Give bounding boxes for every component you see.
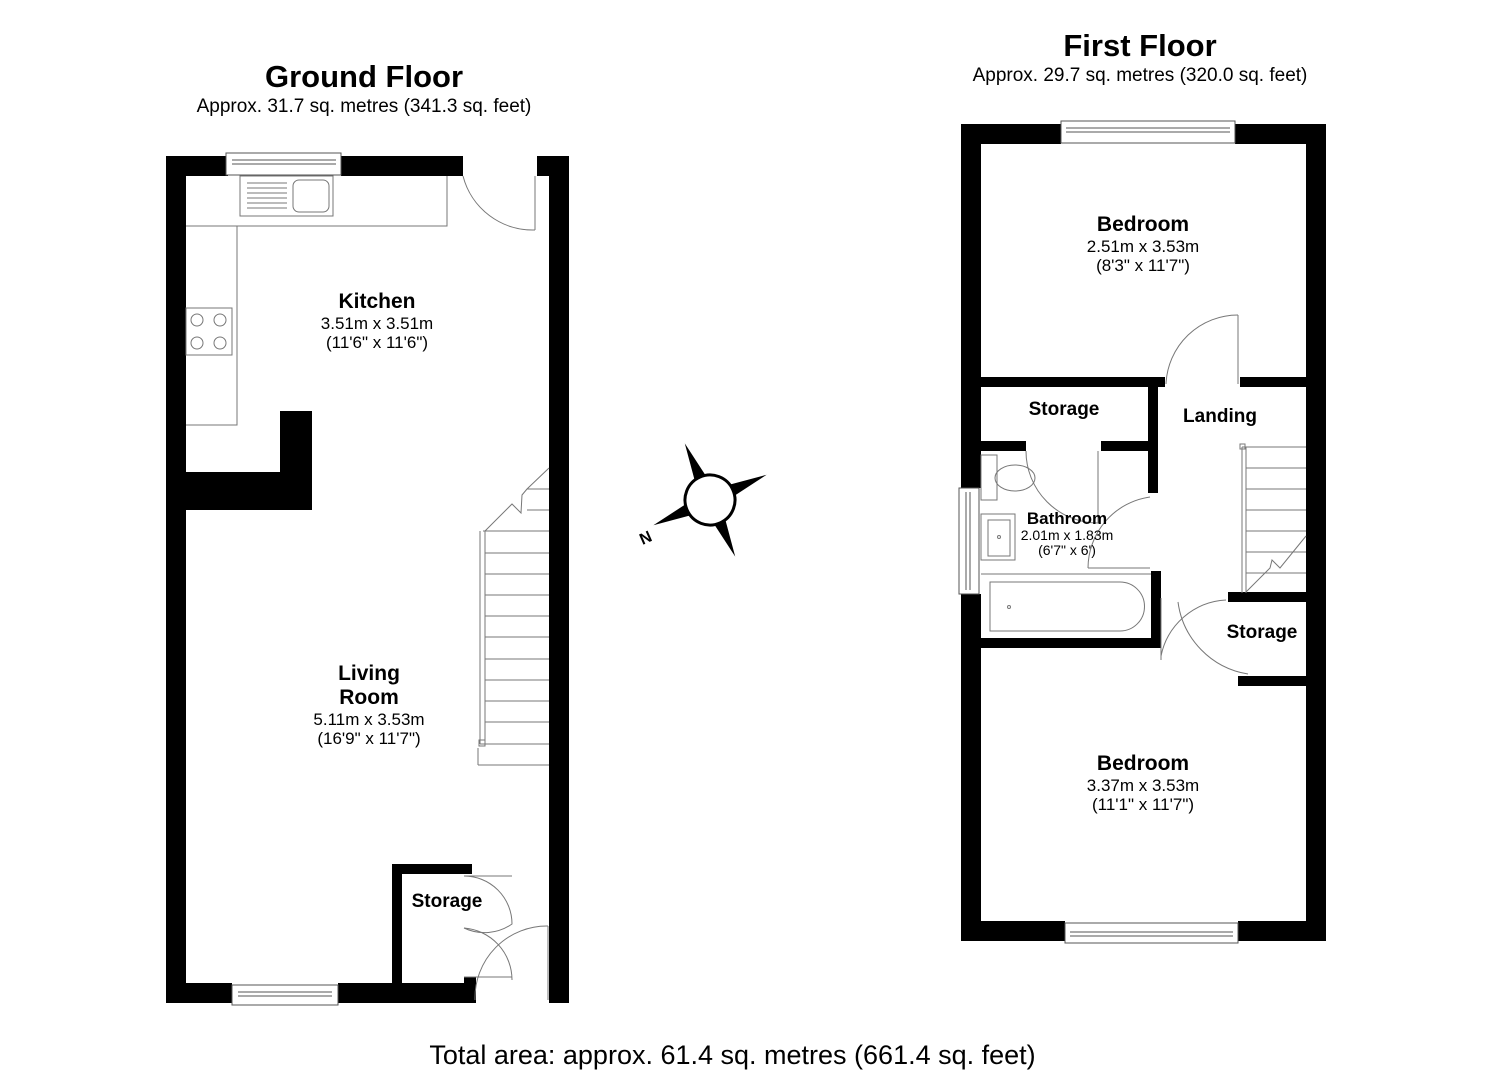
total-area: Total area: approx. 61.4 sq. metres (661…: [429, 1040, 1036, 1070]
room-storage-upper: Storage: [1029, 398, 1100, 422]
ground-floor-title: Ground Floor: [264, 59, 464, 94]
room-bedroom-2: Bedroom 3.37m x 3.53m (11'1" x 11'7"): [1087, 752, 1199, 814]
room-name: Living: [338, 662, 400, 685]
room-name: Storage: [1028, 399, 1100, 420]
room-metric: 2.51m x 3.53m: [1086, 237, 1200, 256]
room-bathroom: Bathroom 2.01m x 1.83m (6'7" x 6'): [1021, 509, 1114, 558]
room-imperial: (11'6" x 11'6"): [325, 333, 429, 352]
first-floor-plan: [958, 120, 1326, 944]
compass-north-label: N: [637, 528, 654, 548]
first-floor-title: First Floor: [1063, 28, 1217, 63]
first-floor-area: Approx. 29.7 sq. metres (320.0 sq. feet): [972, 65, 1308, 86]
room-metric: 5.11m x 3.53m: [313, 710, 425, 729]
room-name: Bathroom: [1026, 509, 1108, 528]
room-name: Bedroom: [1096, 752, 1190, 775]
room-name: Bedroom: [1096, 213, 1190, 236]
room-name-line2: Room: [339, 686, 399, 709]
room-metric: 3.37m x 3.53m: [1086, 776, 1200, 795]
window: [958, 120, 1239, 944]
room-name: Storage: [411, 891, 483, 912]
window: [231, 984, 339, 1006]
room-imperial: (8'3" x 11'7"): [1096, 256, 1190, 275]
room-name: Landing: [1183, 406, 1257, 427]
room-name: Storage: [1226, 622, 1298, 643]
room-metric: 3.51m x 3.51m: [320, 314, 434, 333]
ground-floor-plan: [166, 152, 569, 1006]
room-living-room: Living Room 5.11m x 3.53m (16'9" x 11'7"…: [313, 662, 424, 748]
room-kitchen: Kitchen 3.51m x 3.51m (11'6" x 11'6"): [321, 290, 433, 352]
compass-rose-icon: [653, 443, 767, 557]
room-name: Kitchen: [338, 290, 416, 313]
room-storage-ground: Storage: [412, 890, 483, 914]
room-metric: 2.01m x 1.83m: [1020, 527, 1114, 543]
room-imperial: (11'1" x 11'7"): [1091, 795, 1195, 814]
room-imperial: (16'9" x 11'7"): [317, 729, 421, 748]
room-bedroom-1: Bedroom 2.51m x 3.53m (8'3" x 11'7"): [1087, 213, 1199, 275]
ground-floor-area: Approx. 31.7 sq. metres (341.3 sq. feet): [196, 96, 532, 117]
room-storage-landing: Storage: [1227, 621, 1298, 645]
room-landing: Landing: [1183, 405, 1257, 429]
window: [225, 152, 342, 176]
room-imperial: (6'7" x 6'): [1038, 542, 1096, 558]
